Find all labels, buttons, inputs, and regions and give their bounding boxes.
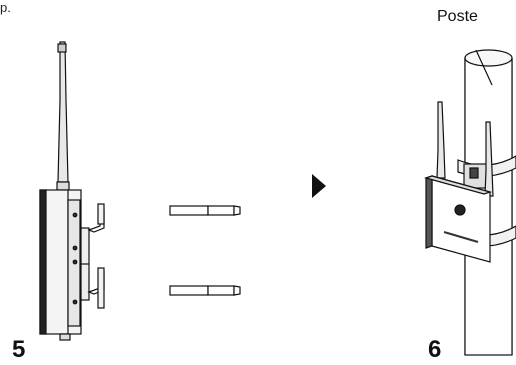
right-triangle-arrow-icon [312,174,326,198]
step-number-5: 5 [12,338,25,362]
mounting-screws [170,206,240,295]
step-number-6: 6 [428,338,441,362]
side-view-access-point [40,42,104,340]
pole-mounted-access-point [426,50,516,355]
screw-top [170,206,240,215]
screw-bottom [170,286,240,295]
pole-label: Poste [437,9,478,25]
